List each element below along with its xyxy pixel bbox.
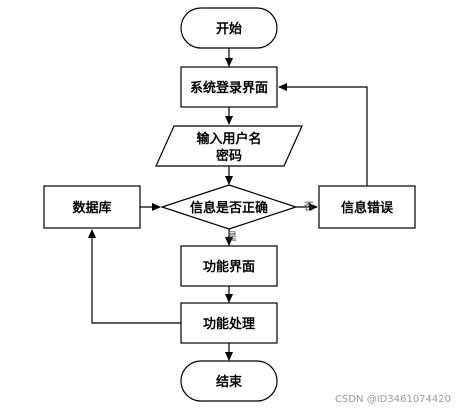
edge-no-label: 否 <box>304 201 314 213</box>
end-terminator: 结束 <box>180 360 278 402</box>
start-label: 开始 <box>216 21 242 37</box>
decision-diamond: 信息是否正确 <box>160 184 298 230</box>
error-box: 信息错误 <box>318 185 416 229</box>
edge-error-to-login <box>278 83 368 186</box>
edge-process-to-database <box>88 229 181 324</box>
database-label: 数据库 <box>72 200 111 216</box>
start-terminator: 开始 <box>180 7 278 49</box>
input-label-line1: 输入用户名 <box>196 131 261 147</box>
function-ui-label: 功能界面 <box>203 259 255 275</box>
edge-yes-label: 是 <box>227 231 237 243</box>
process-box: 功能处理 <box>180 302 278 344</box>
process-label: 功能处理 <box>203 316 255 332</box>
error-label: 信息错误 <box>341 200 394 216</box>
watermark: CSDN @ID3461074420 <box>335 394 451 405</box>
database-box: 数据库 <box>43 185 141 229</box>
end-label: 结束 <box>216 374 243 390</box>
input-label-line2: 密码 <box>215 148 242 164</box>
login-label: 系统登录界面 <box>190 80 268 96</box>
decision-label: 信息是否正确 <box>190 200 268 216</box>
login-box: 系统登录界面 <box>180 66 278 108</box>
input-parallelogram: 输入用户名 密码 <box>155 125 303 167</box>
function-ui-box: 功能界面 <box>180 245 278 287</box>
